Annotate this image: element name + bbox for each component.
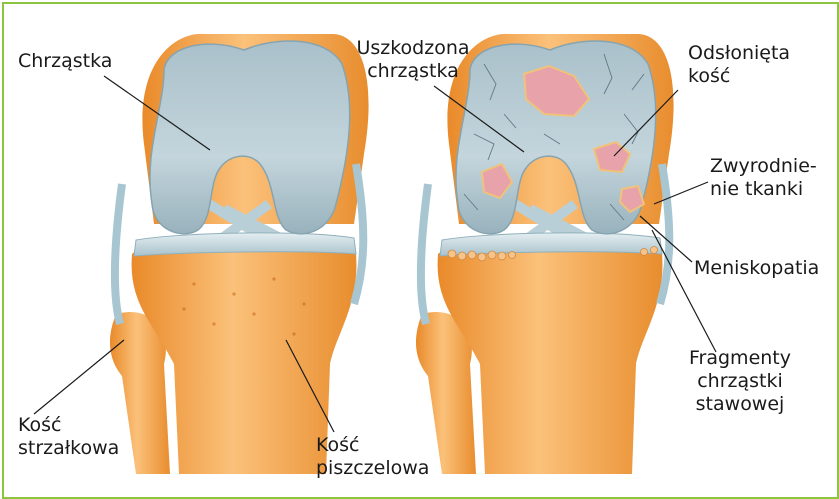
label-uszkodzona-chrzastka: Uszkodzona chrząstka [348,37,478,83]
leader-strzalkowa [34,340,124,414]
ligament-left [115,184,122,324]
label-fragmenty-line3: stawowej [680,393,800,416]
label-zwyrodnienie-tkanki: Zwyrodnie- nie tkanki [710,155,817,201]
label-piszczelowa-line1: Kość [316,434,429,457]
healthy-knee [110,34,369,474]
label-odslonieta-line1: Odsłonięta [688,42,790,65]
label-piszczelowa-line2: piszczelowa [316,457,429,480]
label-kosc-strzalkowa: Kość strzałkowa [18,414,119,460]
label-kosc-piszczelowa: Kość piszczelowa [316,434,429,480]
label-uszkodzona-line1: Uszkodzona [348,37,478,60]
label-odslonieta-kosc: Odsłonięta kość [688,42,790,88]
label-uszkodzona-line2: chrząstka [348,60,478,83]
label-zwyrodnienie-line1: Zwyrodnie- [710,155,817,178]
label-chrzastka: Chrząstka [18,50,112,73]
label-strzalkowa-line2: strzałkowa [18,437,119,460]
label-fragmenty-line1: Fragmenty [680,347,800,370]
ligament-left-2 [421,184,428,324]
ligament-right [354,164,363,304]
label-strzalkowa-line1: Kość [18,414,119,437]
ligament-right-2 [660,164,669,304]
label-odslonieta-line2: kość [688,65,790,88]
label-meniskopatia: Meniskopatia [694,257,819,280]
label-fragmenty-chrzastki: Fragmenty chrząstki stawowej [680,347,800,416]
label-fragmenty-line2: chrząstki [680,370,800,393]
damaged-knee [416,34,674,474]
label-zwyrodnienie-line2: nie tkanki [710,178,817,201]
